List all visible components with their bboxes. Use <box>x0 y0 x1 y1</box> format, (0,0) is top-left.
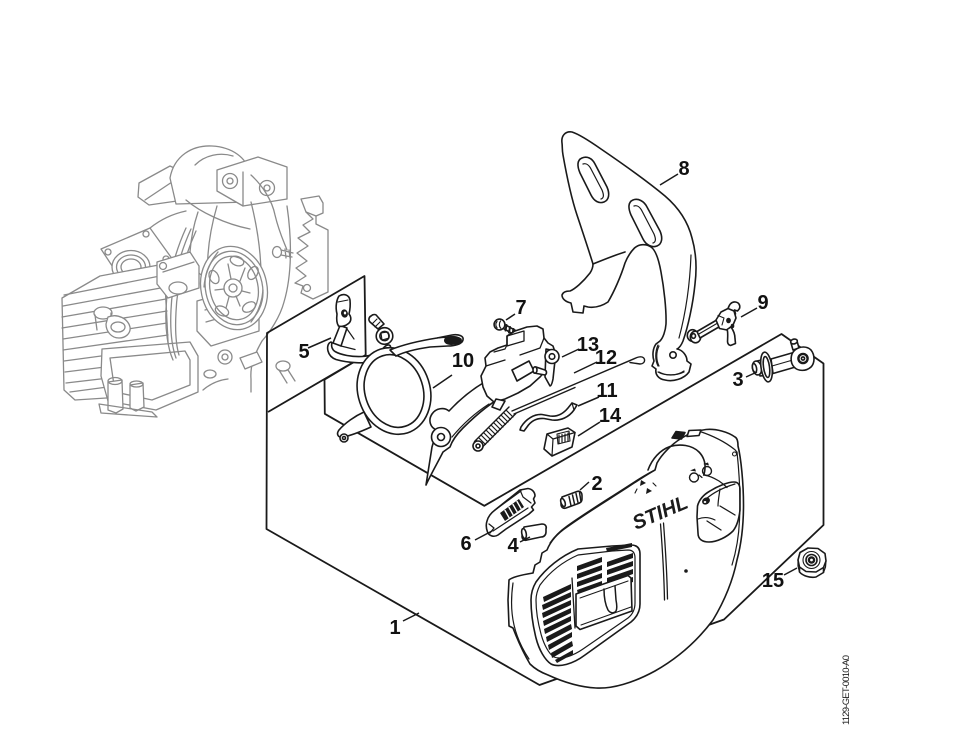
svg-text:1: 1 <box>389 617 400 639</box>
svg-text:8: 8 <box>678 158 689 180</box>
svg-text:9: 9 <box>757 292 768 314</box>
svg-text:10: 10 <box>452 350 474 372</box>
svg-text:14: 14 <box>599 405 622 427</box>
svg-text:2: 2 <box>591 473 602 495</box>
svg-text:6: 6 <box>460 533 471 555</box>
svg-text:11: 11 <box>596 380 617 402</box>
svg-text:5: 5 <box>298 341 309 363</box>
svg-text:3: 3 <box>732 369 743 391</box>
svg-text:1129-GET-0010-A0: 1129-GET-0010-A0 <box>841 655 852 725</box>
svg-text:15: 15 <box>762 570 784 592</box>
svg-text:13: 13 <box>577 334 599 356</box>
svg-text:12: 12 <box>595 347 617 369</box>
svg-text:4: 4 <box>507 535 519 557</box>
svg-text:7: 7 <box>515 297 526 319</box>
